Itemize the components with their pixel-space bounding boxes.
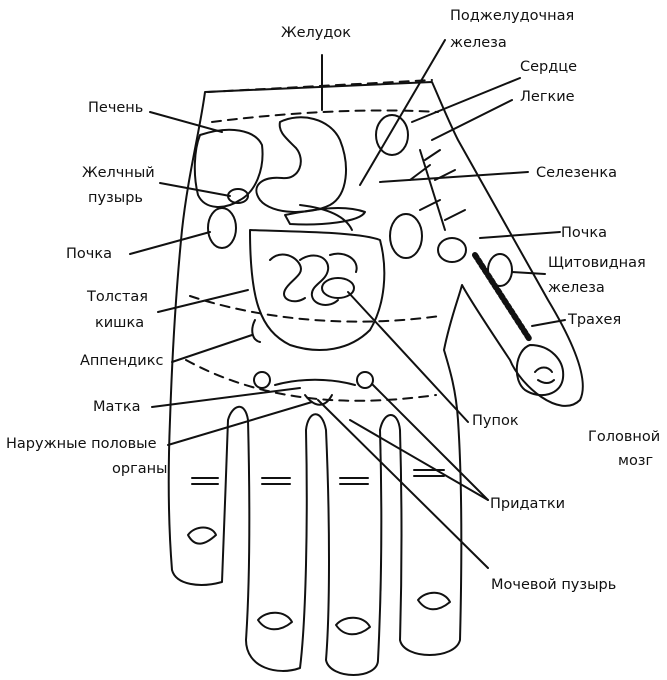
label-heart: Сердце: [520, 58, 577, 77]
kidney-right-shape: [390, 214, 422, 258]
leader-gallbladder: [160, 183, 230, 196]
leader-navel: [348, 292, 468, 422]
spleen-shape: [438, 238, 466, 262]
label-stomach: Желудок: [281, 24, 351, 43]
lung-tree: [410, 150, 465, 230]
crease-2: [262, 478, 290, 484]
leader-kidney-right: [480, 232, 560, 238]
label-genitals-line1: Наружные половые: [6, 435, 157, 454]
label-thyroid-line2: железа: [548, 279, 605, 298]
small-intestine-3: [330, 254, 357, 272]
fingertip-middle-print: [336, 618, 370, 635]
leader-heart: [412, 78, 520, 122]
label-brain-line1: Головной: [588, 428, 660, 447]
leader-spleen: [380, 172, 528, 182]
label-thyroid-line1: Щитовидная: [548, 254, 646, 273]
crease-1: [192, 478, 218, 484]
leader-uterus: [152, 388, 300, 407]
leader-appendix: [172, 335, 252, 362]
leader-thyroid: [512, 272, 545, 274]
crease-3: [340, 478, 368, 484]
label-trachea: Трахея: [568, 311, 621, 330]
leader-kidney-left: [130, 232, 210, 254]
label-colon-line1: Толстая: [87, 288, 148, 307]
leader-pancreas: [360, 40, 445, 185]
adnexa-left-shape: [254, 372, 270, 388]
fingertip-index-print: [258, 613, 292, 630]
label-colon-line2: кишка: [95, 314, 144, 333]
face-mark: [535, 368, 554, 384]
label-gallbladder-line1: Желчный: [82, 164, 155, 183]
label-gallbladder-line2: пузырь: [88, 189, 143, 208]
leader-colon: [158, 290, 248, 312]
adnexa-right-shape: [357, 372, 373, 388]
small-intestine-1: [270, 255, 305, 302]
leader-genitals: [168, 402, 312, 445]
kidney-left-shape: [208, 208, 236, 248]
trachea-shape: [475, 255, 530, 340]
brain-shape: [517, 345, 563, 395]
label-bladder: Мочевой пузырь: [491, 576, 616, 595]
appendix-shape: [252, 320, 260, 342]
navel-shape: [322, 278, 354, 298]
label-pancreas-line2: железа: [450, 34, 507, 53]
label-pancreas-line1: Поджелудочная: [450, 7, 574, 26]
label-brain-line2: мозг: [618, 452, 653, 471]
label-appendix: Аппендикс: [80, 352, 163, 371]
label-lungs: Легкие: [520, 88, 575, 107]
wrist-line-1: [208, 80, 432, 92]
label-uterus: Матка: [93, 398, 141, 417]
label-spleen: Селезенка: [536, 164, 617, 183]
label-adnexa: Придатки: [490, 495, 565, 514]
uterus-shape: [275, 380, 355, 385]
thyroid-shape: [488, 254, 512, 286]
stomach-shape: [256, 117, 346, 212]
label-navel: Пупок: [472, 412, 519, 431]
fingertip-ring-print: [418, 593, 450, 610]
label-genitals-line2: органы: [112, 460, 168, 479]
leader-lungs: [432, 100, 512, 140]
fingertip-thumb-print: [188, 528, 216, 544]
label-liver: Печень: [88, 99, 143, 118]
label-kidney-right: Почка: [561, 224, 607, 243]
label-kidney-left: Почка: [66, 245, 112, 264]
colon-shape: [250, 230, 384, 350]
palm-line-1: [190, 296, 440, 322]
